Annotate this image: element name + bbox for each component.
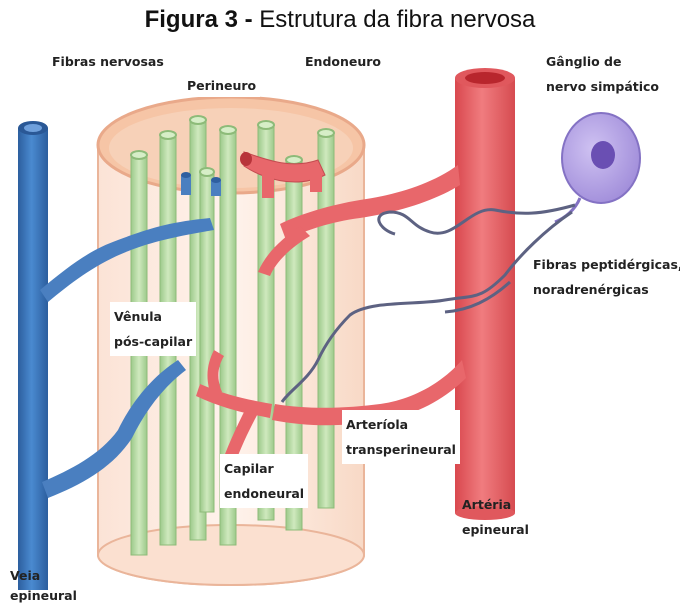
label-endoneuro: Endoneuro — [305, 52, 381, 71]
label-arteriola-line2: transperineural — [346, 437, 456, 462]
label-arteriola-line1: Arteríola — [346, 412, 456, 437]
label-perineuro: Perineuro — [183, 74, 260, 97]
label-arteria-line2: epineural — [462, 517, 529, 542]
label-veia-line1: Veia — [10, 566, 77, 586]
label-fibras-nervosas: Fibras nervosas — [52, 52, 164, 71]
label-venula: Vênula pós-capilar — [110, 302, 196, 356]
label-capilar: Capilar endoneural — [220, 454, 308, 508]
label-capilar-line2: endoneural — [224, 481, 304, 506]
label-capilar-line1: Capilar — [224, 456, 304, 481]
label-venula-line1: Vênula — [114, 304, 192, 329]
label-veia-line2: epineural — [10, 586, 77, 605]
label-arteria-line1: Artéria — [462, 492, 529, 517]
label-ganglio-line1: Gânglio de — [546, 52, 621, 71]
label-arteriola: Arteríola transperineural — [342, 410, 460, 464]
label-arteria: Artéria epineural — [462, 492, 529, 542]
label-fibras-peptidergicas-line1: Fibras peptidérgicas, — [533, 255, 680, 274]
label-fibras-peptidergicas-line2: noradrenérgicas — [533, 280, 649, 299]
label-veia: Veia epineural — [10, 566, 77, 605]
label-venula-line2: pós-capilar — [114, 329, 192, 354]
label-ganglio-line2: nervo simpático — [546, 77, 659, 96]
